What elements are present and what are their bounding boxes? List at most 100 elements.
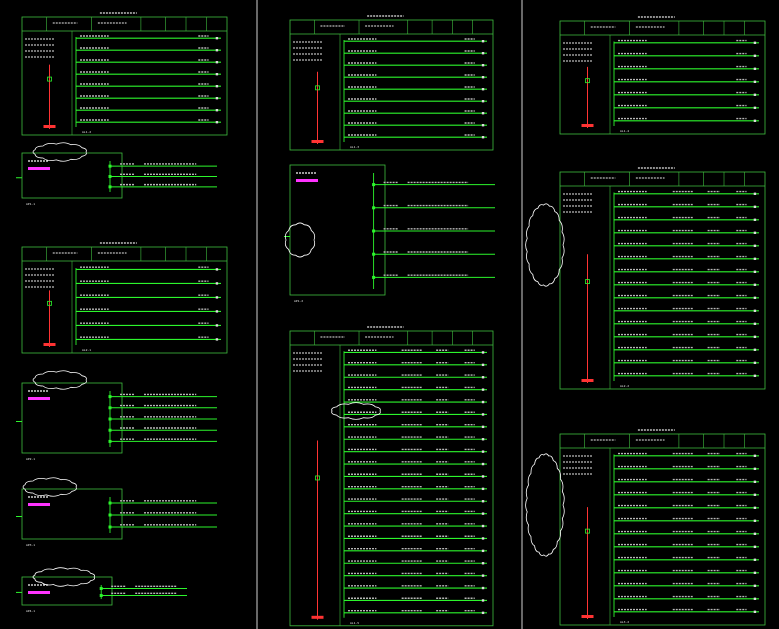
feeder-end-marker — [481, 64, 485, 67]
col3-upper-schedule-main-breaker — [585, 78, 590, 84]
col1-box-3-revision-cloud — [22, 477, 77, 497]
box-feeder-breaker — [108, 501, 112, 505]
feeder-end-marker — [481, 599, 485, 602]
feeder-end-marker — [481, 450, 485, 453]
col3-lower-schedule: AL3-2 — [525, 429, 766, 626]
col3-upper-schedule: AL1-4 — [559, 16, 766, 135]
col1-box-1: AP1-1 — [16, 142, 217, 206]
col1-box-3: AP3-1 — [16, 477, 217, 547]
feeder-end-marker — [753, 322, 757, 325]
col1-mid-schedule: AL2-1 — [21, 242, 228, 354]
feeder-end-marker — [481, 611, 485, 615]
feeder-end-marker — [481, 376, 485, 379]
col2-lower-schedule-label: AL1-5 — [350, 621, 359, 625]
feeder-end-marker — [753, 558, 757, 561]
feeder-end-marker — [215, 296, 219, 299]
feeder-end-marker — [753, 257, 757, 260]
feeder-end-marker — [481, 100, 485, 103]
col1-box-4: AP4-1 — [16, 567, 187, 613]
feeder-end-marker — [753, 506, 757, 509]
feeder-end-marker — [753, 480, 757, 483]
box-feeder-breaker — [108, 428, 112, 432]
feeder-end-marker — [215, 73, 219, 76]
box-feeder-breaker — [108, 439, 112, 443]
col1-box-4-label: AP4-1 — [26, 609, 35, 613]
feeder-end-marker — [481, 363, 485, 367]
feeder-end-marker — [753, 361, 757, 364]
col2-lower-schedule-main-breaker — [315, 475, 320, 481]
feeder-end-marker — [753, 119, 757, 122]
feeder-end-marker — [753, 80, 757, 83]
feeder-end-marker — [753, 571, 757, 574]
col3-upper-schedule-label: AL1-4 — [620, 129, 629, 133]
col2-lower-schedule-revision-cloud — [331, 402, 381, 420]
col3-middle-schedule: AL2-2 — [525, 167, 766, 390]
feeder-end-marker — [753, 93, 757, 96]
col1-upper-schedule-main-breaker — [47, 76, 52, 82]
feeder-end-marker — [215, 282, 219, 285]
col3-lower-schedule-main-breaker — [585, 528, 590, 534]
feeder-end-marker — [481, 524, 485, 528]
feeder-end-marker — [481, 413, 485, 416]
feeder-end-marker — [481, 351, 485, 354]
col1-upper-schedule-frame — [21, 16, 228, 136]
feeder-end-marker — [481, 487, 485, 491]
feeder-end-marker — [753, 335, 757, 338]
feeder-end-marker — [481, 475, 485, 478]
feeder-end-marker — [753, 584, 757, 587]
col1-mid-schedule-frame — [21, 246, 228, 354]
col1-box-2-label: AP2-1 — [26, 457, 35, 461]
col2-upper-schedule-label: AL1-3 — [350, 145, 359, 149]
feeder-end-marker — [753, 532, 757, 535]
col2-box-magenta-tag — [296, 179, 318, 182]
feeder-end-marker — [753, 348, 757, 351]
col1-box-1-magenta-tag — [28, 167, 50, 170]
feeder-end-marker — [753, 106, 757, 109]
box-feeder-breaker — [108, 175, 112, 178]
feeder-end-marker — [481, 438, 485, 441]
feeder-end-marker — [481, 76, 485, 79]
diagram-layer: AL1-2AP1-1AL2-1AP2-1AP3-1AP4-1AL1-3AP1-2… — [16, 12, 766, 627]
feeder-end-marker — [753, 54, 757, 57]
col1-box-4-magenta-tag — [28, 591, 50, 594]
col3-lower-schedule-label: AL3-2 — [620, 620, 629, 624]
col1-box-2-frame — [21, 382, 123, 454]
col3-lower-schedule-frame — [559, 433, 766, 626]
feeder-end-marker — [753, 597, 757, 600]
col1-box-1-revision-cloud — [32, 142, 87, 162]
col1-box-2-magenta-tag — [28, 397, 50, 400]
box-feeder-breaker — [99, 587, 103, 590]
feeder-end-marker — [481, 512, 485, 515]
feeder-end-marker — [753, 205, 757, 208]
feeder-end-marker — [215, 85, 219, 88]
col3-upper-schedule-frame — [559, 20, 766, 135]
feeder-end-marker — [481, 574, 485, 577]
col3-lower-schedule-meter-red — [581, 615, 594, 618]
col3-lower-schedule-revision-cloud — [525, 453, 565, 557]
feeder-end-marker — [481, 112, 485, 115]
feeder-end-marker — [481, 124, 485, 127]
col2-lower-schedule-meter-red — [311, 615, 324, 619]
col1-box-4-revision-cloud — [32, 567, 95, 587]
col1-upper-schedule: AL1-2 — [21, 12, 228, 136]
col2-upper-schedule-meter-red — [311, 140, 324, 143]
feeder-end-marker — [215, 97, 219, 100]
col2-lower-schedule: AL1-5 — [289, 326, 494, 627]
col1-upper-schedule-label: AL1-2 — [82, 130, 91, 134]
feeder-end-marker — [481, 136, 485, 139]
box-feeder-breaker — [372, 206, 376, 210]
col2-upper-schedule-frame — [289, 19, 494, 151]
feeder-end-marker — [753, 218, 757, 221]
feeder-end-marker — [753, 296, 757, 299]
feeder-end-marker — [481, 562, 485, 565]
box-feeder-breaker — [108, 185, 112, 189]
col1-box-3-frame — [21, 488, 123, 540]
feeder-end-marker — [753, 467, 757, 470]
feeder-end-marker — [481, 425, 485, 429]
feeder-end-marker — [215, 310, 219, 313]
box-feeder-breaker — [372, 229, 376, 233]
col3-middle-schedule-revision-cloud — [525, 203, 565, 287]
feeder-end-marker — [481, 88, 485, 91]
col1-box-3-label: AP3-1 — [26, 543, 35, 547]
col1-box-4-frame — [21, 576, 113, 606]
